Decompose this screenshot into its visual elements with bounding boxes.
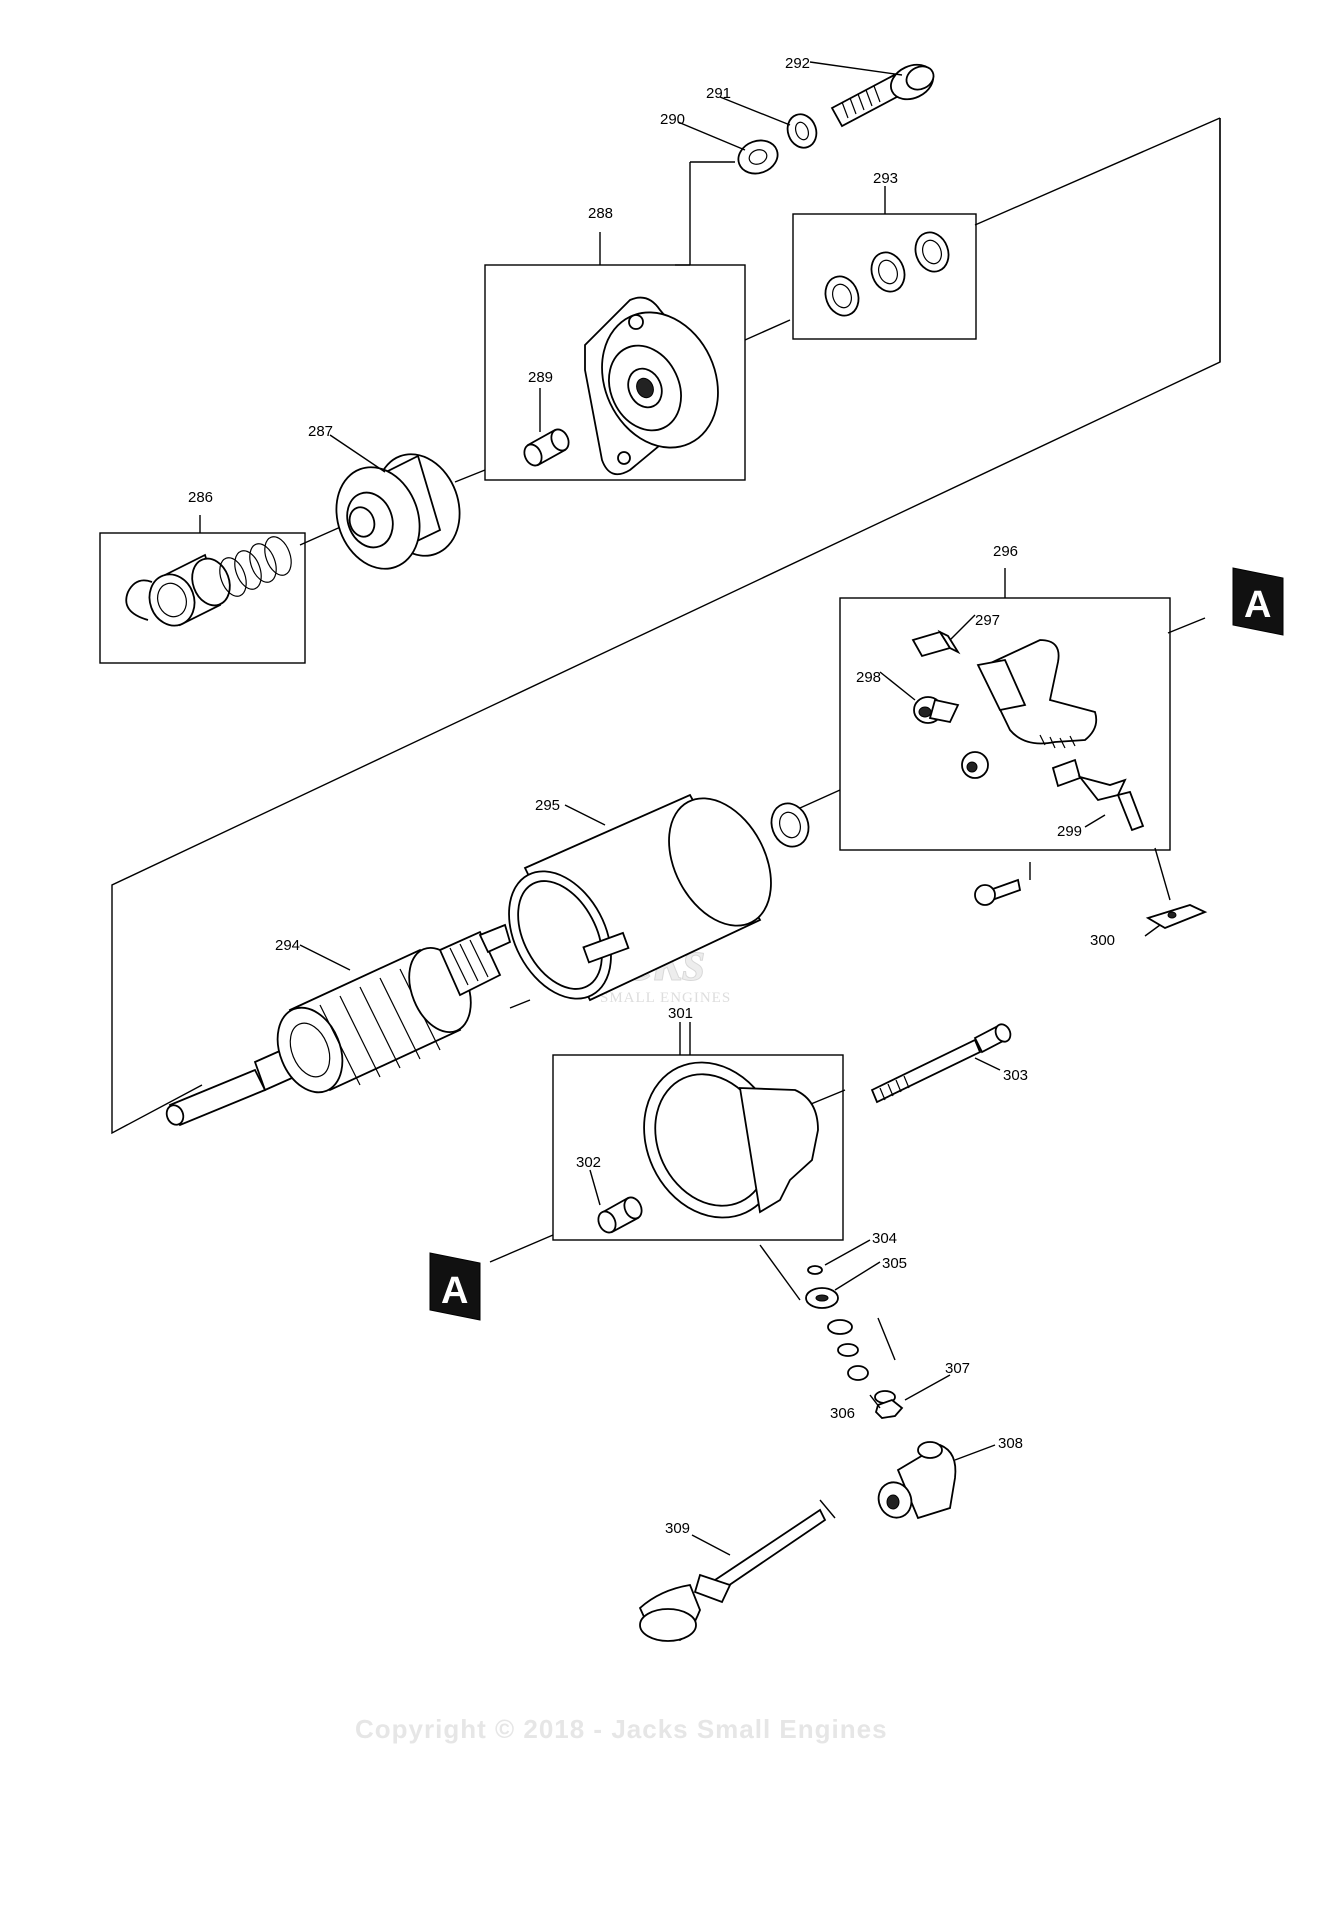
brush-spring <box>961 751 989 779</box>
yoke-295 <box>508 793 772 1002</box>
terminal-plate-300 <box>1145 904 1208 929</box>
terminal-hardware-stack <box>805 1265 904 1419</box>
svg-text:A: A <box>441 1270 468 1312</box>
inset-box-301 <box>552 1054 844 1241</box>
part-label-307: 307 <box>945 1360 970 1377</box>
inset-box-296 <box>839 597 1171 851</box>
cable-terminal-308 <box>877 1441 957 1520</box>
armature-294 <box>165 923 512 1127</box>
inset-box-288 <box>484 264 746 481</box>
bushing-289 <box>523 428 570 467</box>
part-label-306: 306 <box>830 1405 855 1422</box>
part-label-291: 291 <box>706 85 731 102</box>
part-label-301: 301 <box>668 1005 693 1022</box>
nut-307 <box>874 1398 904 1419</box>
stop-collar-set-286 <box>125 536 292 627</box>
washer-290 <box>737 139 779 175</box>
part-label-290: 290 <box>660 111 685 128</box>
svg-text:SMALL ENGINES: SMALL ENGINES <box>600 990 731 1006</box>
part-label-299: 299 <box>1057 823 1082 840</box>
leader-lines <box>199 61 1161 1556</box>
part-label-302: 302 <box>576 1154 601 1171</box>
part-label-293: 293 <box>873 170 898 187</box>
part-label-305: 305 <box>882 1255 907 1272</box>
cable-309 <box>638 1508 827 1642</box>
part-label-292: 292 <box>785 55 810 72</box>
copyright-watermark: Copyright © 2018 - Jacks Small Engines <box>355 1714 888 1744</box>
inset-box-286 <box>99 532 306 664</box>
part-label-287: 287 <box>308 423 333 440</box>
seal-ring <box>770 802 810 848</box>
part-labels: 292 291 290 293 288 289 287 286 296 297 … <box>188 55 1115 1537</box>
bushing-302 <box>597 1196 643 1234</box>
through-bolt-303 <box>870 1023 1012 1104</box>
part-label-294: 294 <box>275 937 300 954</box>
part-label-289: 289 <box>528 369 553 386</box>
part-label-309: 309 <box>665 1520 690 1537</box>
brush-297 <box>911 629 961 658</box>
screw <box>974 878 1022 906</box>
reference-marker-a-top: A <box>1232 567 1284 636</box>
part-label-286: 286 <box>188 489 213 506</box>
pinion-clutch-287 <box>335 453 461 570</box>
part-label-295: 295 <box>535 797 560 814</box>
bolt-292 <box>830 63 935 128</box>
part-label-304: 304 <box>872 1230 897 1247</box>
part-label-308: 308 <box>998 1435 1023 1452</box>
brush-holder-296 <box>976 639 1098 749</box>
part-label-303: 303 <box>1003 1067 1028 1084</box>
brush-spring-298 <box>913 696 960 724</box>
lock-washer-291 <box>786 113 818 149</box>
part-label-300: 300 <box>1090 932 1115 949</box>
part-label-297: 297 <box>975 612 1000 629</box>
part-label-296: 296 <box>993 543 1018 560</box>
part-label-288: 288 <box>588 205 613 222</box>
rear-cover-301 <box>643 1061 819 1219</box>
reference-marker-a-bottom: A <box>429 1252 481 1321</box>
front-housing-288 <box>584 296 719 476</box>
o-ring-304 <box>807 1265 823 1275</box>
brush-lead-299 <box>1051 758 1145 832</box>
center-line <box>974 117 1221 226</box>
svg-text:A: A <box>1244 584 1271 626</box>
shim-set-293 <box>824 231 950 317</box>
part-label-298: 298 <box>856 669 881 686</box>
